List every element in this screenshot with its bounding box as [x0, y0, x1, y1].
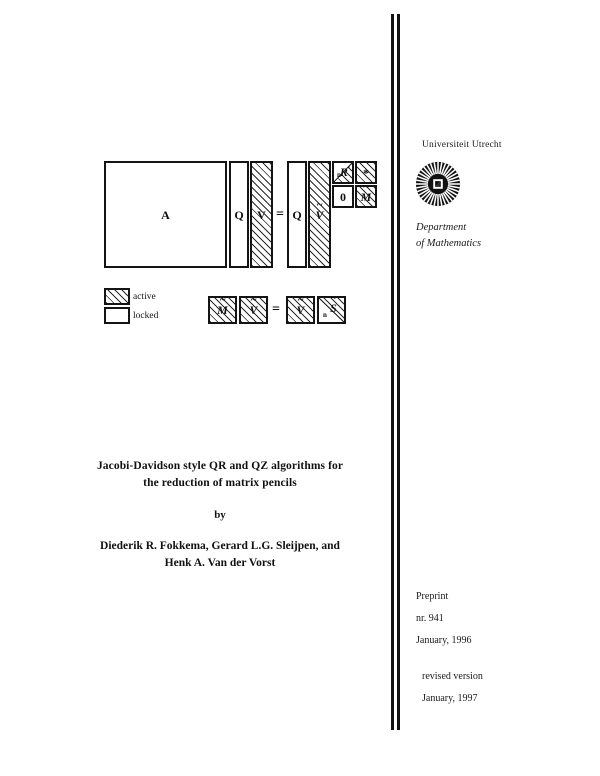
department-line-2: of Mathematics: [416, 238, 482, 249]
matrix-block-V-lhs: V: [250, 161, 273, 268]
vertical-rule-outer: [391, 14, 394, 730]
preprint-info-block: Preprint nr. 941 January, 1996 revised v…: [416, 586, 596, 710]
preprint-label: Preprint: [416, 591, 449, 602]
preprint-number: nr. 941: [416, 613, 444, 624]
author-line-2: Henk A. Van der Vorst: [164, 557, 276, 569]
author-block: Diederik R. Fokkema, Gerard L.G. Sleijpe…: [60, 538, 380, 572]
eq2-block-Stilde-subscript: n: [323, 311, 327, 319]
matrix-block-Q-rhs-label: Q: [292, 207, 302, 222]
matrix-block-A-label: A: [161, 207, 170, 222]
department-line-1: Department: [416, 222, 467, 233]
vertical-rule-inner: [397, 14, 400, 730]
utrecht-sun-logo-icon: [414, 160, 462, 208]
legend-item-active: active: [104, 287, 158, 306]
legend-label-active: active: [133, 291, 156, 302]
revised-block: revised version January, 1997: [422, 666, 596, 710]
eq2-block-Mtilde: M: [208, 296, 237, 324]
eq2-block-Vtilde-rhs: V: [286, 296, 315, 324]
paper-title-line-2: the reduction of matrix pencils: [143, 477, 297, 489]
paper-title-line-1: Jacobi-Davidson style QR and QZ algorith…: [96, 460, 344, 472]
by-label: by: [214, 509, 226, 521]
block-matrix-cell-R: R' n: [332, 161, 354, 184]
block-matrix-cell-star-label: *: [363, 165, 369, 180]
matrix-block-V-lhs-label: V: [257, 207, 266, 222]
r-prime-superscript: ': [347, 164, 351, 173]
legend-label-locked: locked: [133, 310, 159, 321]
block-matrix-cell-zero: 0: [332, 185, 354, 208]
block-matrix-cell-zero-label: 0: [340, 189, 346, 204]
matrix-block-Vtilde-rhs: V: [308, 161, 331, 268]
equation-one-equals: =: [276, 207, 284, 222]
matrix-block-Q-rhs: Q: [287, 161, 307, 268]
eq2-block-Vtilde-lhs-label: V: [249, 304, 257, 316]
legend-swatch-locked: [104, 307, 130, 324]
matrix-block-Q-lhs-label: Q: [234, 207, 244, 222]
eq2-block-Stilde: S n: [317, 296, 346, 324]
legend: active locked: [104, 287, 158, 325]
eq2-block-Stilde-label: S: [330, 302, 337, 314]
block-matrix-cell-Mtilde: M: [355, 185, 377, 208]
block-matrix-cell-Mtilde-label: M: [361, 191, 372, 203]
block-matrix-cell-R-label: R': [339, 164, 351, 179]
utrecht-sun-logo-svg: [415, 161, 461, 207]
revised-date: January, 1997: [422, 693, 478, 704]
university-block: Universiteit Utrecht Department of Mathe…: [408, 140, 588, 252]
block-matrix-cell-R-subscript: n: [337, 171, 341, 179]
eq2-block-Mtilde-label: M: [217, 304, 228, 316]
matrix-block-Q-lhs: Q: [229, 161, 249, 268]
title-block: Jacobi-Davidson style QR and QZ algorith…: [60, 458, 380, 572]
matrix-block-A: A: [104, 161, 227, 268]
university-name: Universiteit Utrecht: [422, 140, 502, 150]
revised-label: revised version: [422, 671, 483, 682]
equation-two-equals: =: [272, 302, 280, 317]
eq2-block-Vtilde-rhs-label: V: [296, 304, 304, 316]
legend-swatch-active: [104, 288, 130, 305]
author-line-1: Diederik R. Fokkema, Gerard L.G. Sleijpe…: [100, 540, 340, 552]
eq2-block-Vtilde-lhs: V: [239, 296, 268, 324]
block-matrix-cell-star: *: [355, 161, 377, 184]
preprint-date: January, 1996: [416, 635, 472, 646]
legend-item-locked: locked: [104, 306, 158, 325]
matrix-block-Vtilde-rhs-label: V: [315, 209, 323, 221]
department-block: Department of Mathematics: [408, 220, 588, 252]
